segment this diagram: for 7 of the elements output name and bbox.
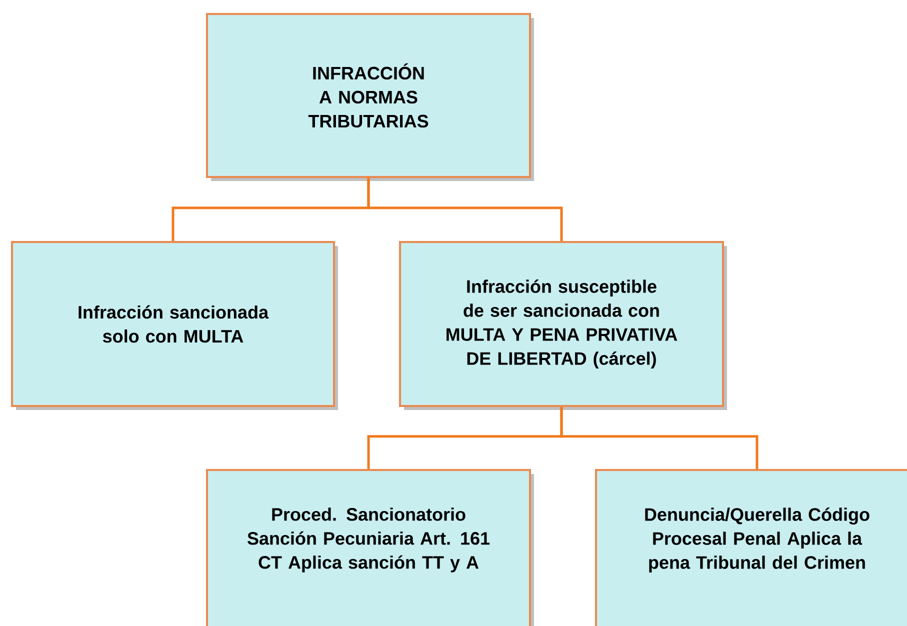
connector-line	[367, 178, 563, 241]
process-box: Infracción susceptible de ser sancionada con MULTA Y PENA PRIVATIVA DE LIBERTAD (cárcel)	[399, 241, 727, 410]
connector-line	[560, 407, 758, 469]
process-box: INFRACCIÓN A NORMAS TRIBUTARIAS	[206, 13, 534, 181]
process-box: Infracción sancionada solo con MULTA	[11, 241, 338, 410]
process-box: Proced. Sancionatorio Sanción Pecuniaria Art. 161 CT Aplica sanción TT y A	[206, 468, 534, 626]
process-box: Denuncia/Querella Código Procesal Penal Aplica la pena Tribunal del Crimen	[595, 468, 907, 626]
